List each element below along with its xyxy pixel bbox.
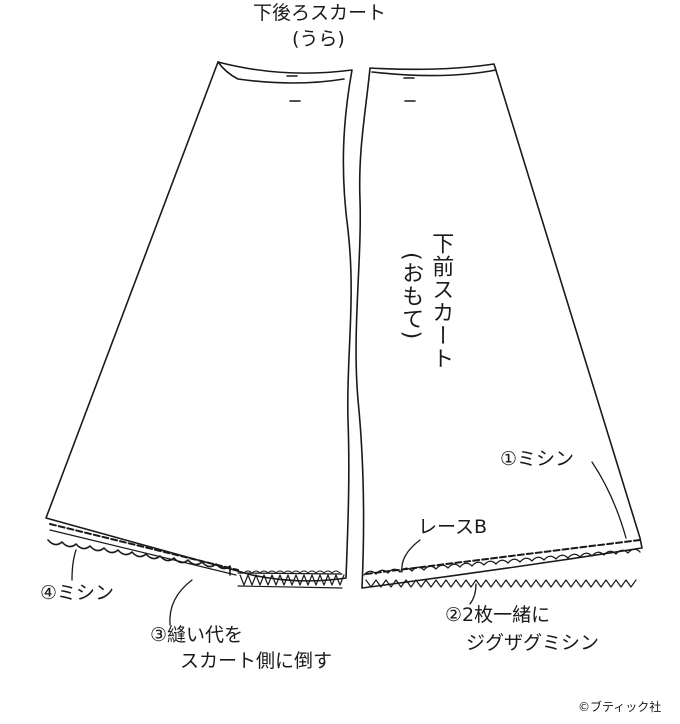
lace-label: レースB <box>418 516 488 538</box>
step1-label: ①ミシン <box>500 448 575 470</box>
leader-step2 <box>469 583 477 605</box>
front-lace-scallop-edge <box>363 548 641 576</box>
front-skirt-panel-outline <box>355 63 643 589</box>
step3-label-line2: スカート側に倒す <box>180 650 333 672</box>
back-zigzag-stitch <box>239 574 345 586</box>
back-hem-stitch-line-2 <box>49 529 237 576</box>
front-skirt-label: 下前スカート <box>428 232 454 370</box>
leader-lace <box>401 539 421 573</box>
front-waist-fold <box>371 69 497 77</box>
back-hem-stitch-line <box>49 523 239 571</box>
step2-label-line1: ②2枚一緒に <box>445 604 551 626</box>
back-lace-tiny-scallops <box>243 570 341 574</box>
front-zigzag-stitch <box>365 579 637 588</box>
leader-step3 <box>169 579 193 626</box>
copyright-credit: ©ブティック社 <box>578 700 662 714</box>
front-hem-stitch-line <box>365 539 641 575</box>
back-skirt-side-label: (うら) <box>292 28 345 50</box>
step3-label-line1: ③縫い代を <box>150 624 244 646</box>
back-skirt-panel-outline <box>45 61 353 582</box>
step2-label-line2: ジグザグミシン <box>466 632 600 654</box>
back-lace-band <box>237 572 343 589</box>
back-waist-fold <box>217 61 345 84</box>
leader-step1 <box>591 461 627 539</box>
leader-step4 <box>71 549 77 581</box>
step4-label: ④ミシン <box>40 582 115 604</box>
back-skirt-label: 下後ろスカート <box>253 2 387 24</box>
front-skirt-side-label: (おもて) <box>398 252 424 341</box>
